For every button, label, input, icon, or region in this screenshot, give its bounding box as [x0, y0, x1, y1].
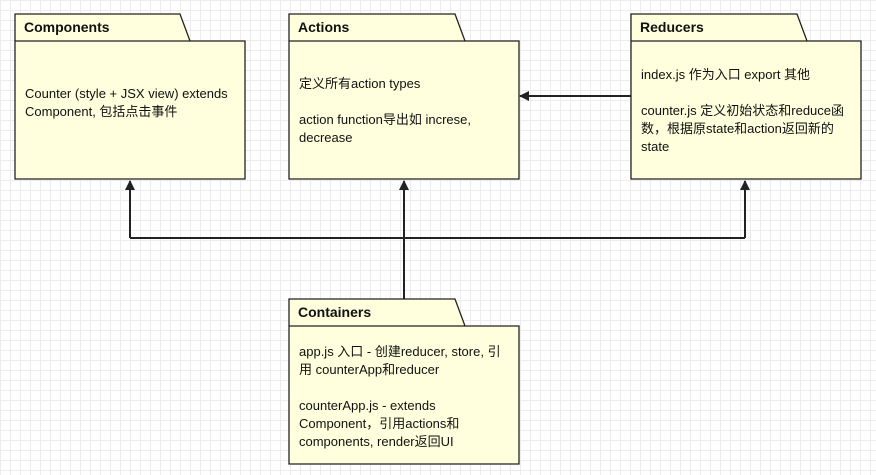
- reducers-title: Reducers: [640, 19, 704, 35]
- containers-line-1: app.js 入口 - 创建reducer, store, 引用 counter…: [299, 344, 501, 377]
- components-title: Components: [24, 19, 110, 35]
- actions-body: 定义所有action types action function导出如 incr…: [299, 75, 511, 147]
- containers-body: app.js 入口 - 创建reducer, store, 引用 counter…: [299, 343, 511, 451]
- actions-title: Actions: [298, 19, 350, 35]
- reducers-body: index.js 作为入口 export 其他 counter.js 定义初始状…: [641, 66, 855, 156]
- containers-title: Containers: [298, 304, 371, 320]
- reducers-package: Reducers: [630, 13, 862, 180]
- reducers-line-1: index.js 作为入口 export 其他: [641, 67, 811, 82]
- containers-line-2: counterApp.js - extends Component，引用acti…: [299, 398, 460, 449]
- actions-line-1: 定义所有action types: [299, 76, 421, 91]
- components-line-1: Counter (style + JSX view) extends Compo…: [25, 86, 228, 119]
- containers-package: Containers: [288, 298, 520, 465]
- actions-line-2: action function导出如 increse, decrease: [299, 112, 471, 145]
- components-package: Components: [14, 13, 246, 180]
- connectors: [125, 91, 750, 299]
- reducers-line-2: counter.js 定义初始状态和reduce函数，根据原state和acti…: [641, 103, 845, 154]
- components-body: Counter (style + JSX view) extends Compo…: [25, 85, 237, 121]
- actions-package: Actions: [288, 13, 520, 180]
